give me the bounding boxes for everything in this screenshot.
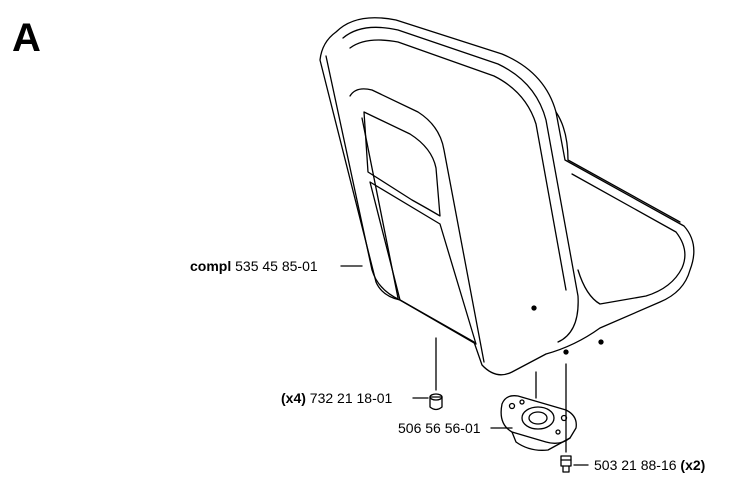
seat-back-outline	[319, 17, 695, 376]
seat-back-panel-lower	[369, 181, 477, 345]
bracket-callout: 506 56 56-01	[398, 420, 481, 436]
seat-hole	[563, 349, 569, 355]
seat-hole	[531, 305, 537, 311]
screw-part-number: 503 21 88-16	[594, 457, 677, 473]
seat-hole	[598, 339, 604, 345]
seat-cushion	[555, 111, 681, 223]
seat-drawing	[319, 17, 695, 376]
screw-callout: 503 21 88-16 (x2)	[594, 457, 705, 473]
seat-callout: compl 535 45 85-01	[190, 258, 318, 274]
nut-callout: (x4) 732 21 18-01	[281, 390, 392, 406]
nut-part-number: 732 21 18-01	[309, 390, 393, 406]
screw-drawing	[560, 455, 572, 473]
seat-back-rim	[342, 26, 579, 343]
seat-cushion-top	[571, 173, 686, 305]
seat-back-frame	[349, 88, 485, 363]
leader-lines	[340, 265, 589, 466]
bracket-drawing	[500, 395, 577, 451]
bracket-part-number: 506 56 56-01	[398, 420, 481, 436]
screw-quantity: (x2)	[680, 457, 706, 473]
seat-back-panel	[363, 111, 441, 217]
nut-quantity: (x4)	[281, 390, 306, 406]
seat-back-rim-inner	[349, 39, 567, 291]
seat-part-number: 535 45 85-01	[235, 258, 318, 274]
section-letter: A	[12, 16, 41, 60]
seat-callout-prefix: compl	[190, 258, 232, 274]
nut-drawing	[429, 393, 443, 411]
seat-back-side	[325, 55, 401, 301]
